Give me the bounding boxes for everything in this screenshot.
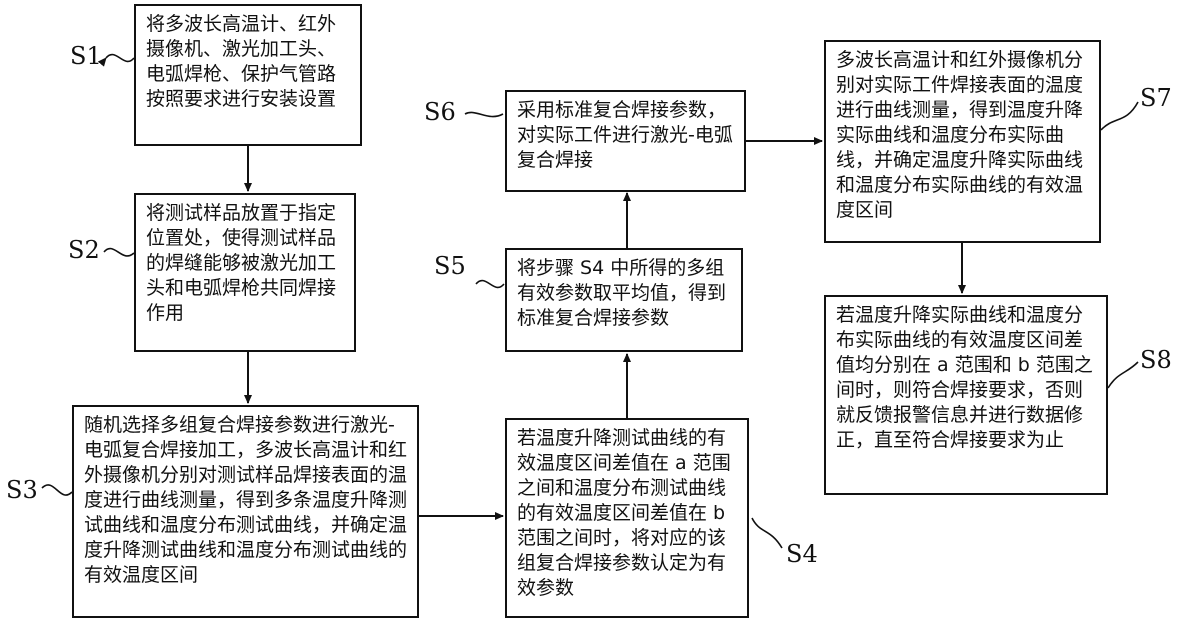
label-s4: S4 xyxy=(786,540,818,568)
leader-s7 xyxy=(1100,101,1139,131)
leader-s2 xyxy=(103,247,135,257)
leader-s6 xyxy=(464,111,504,118)
leader-s8 xyxy=(1107,361,1139,389)
step-s6-box: 采用标准复合焊接参数，对实际工件进行激光-电弧复合焊接 xyxy=(505,90,746,192)
step-s4-box: 若温度升降测试曲线的有效温度区间差值在 a 范围之间和温度分布测试曲线的有效温度… xyxy=(505,418,749,618)
leader-s5 xyxy=(475,279,505,289)
leader-s1 xyxy=(97,53,135,67)
step-s2-box: 将测试样品放置于指定位置处，使得测试样品的焊缝能够被激光加工头和电弧焊枪共同焊接… xyxy=(134,193,356,352)
label-s3: S3 xyxy=(6,476,38,504)
label-s2: S2 xyxy=(68,236,100,264)
label-s5: S5 xyxy=(434,252,466,280)
step-s3-box: 随机选择多组复合焊接参数进行激光-电弧复合焊接加工，多波长高温计和红外摄像机分别… xyxy=(72,405,419,618)
leader-s3 xyxy=(41,484,73,496)
step-s8-box: 若温度升降实际曲线和温度分布实际曲线的有效温度区间差值均分别在 a 范围和 b … xyxy=(824,295,1108,495)
step-s7-box: 多波长高温计和红外摄像机分别对实际工件焊接表面的温度进行曲线测量，得到温度升降实… xyxy=(824,40,1101,243)
leader-s4 xyxy=(751,517,783,549)
step-s5-box: 将步骤 S4 中所得的多组有效参数取平均值，得到标准复合焊接参数 xyxy=(505,248,743,352)
label-s8: S8 xyxy=(1140,346,1172,374)
label-s1: S1 xyxy=(70,42,102,70)
step-s1-box: 将多波长高温计、红外摄像机、激光加工头、电弧焊枪、保护气管路按照要求进行安装设置 xyxy=(134,4,362,146)
label-s6: S6 xyxy=(424,98,456,126)
label-s7: S7 xyxy=(1140,84,1172,112)
